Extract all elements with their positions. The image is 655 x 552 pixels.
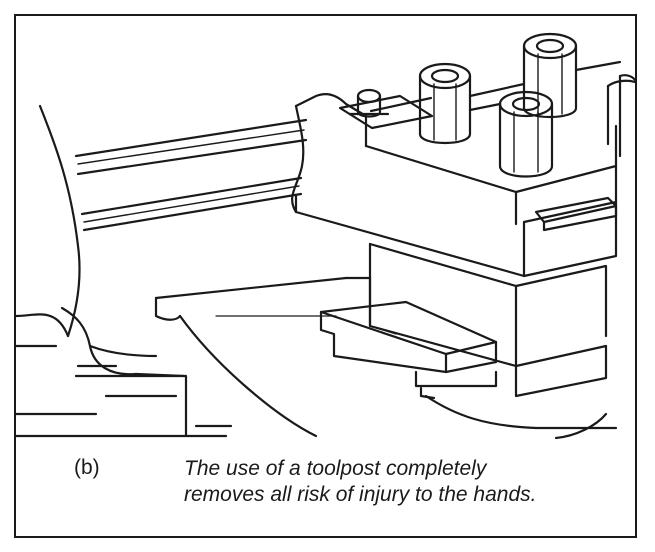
clamp-screw-4 [606,79,635,146]
clamp-screw-3 [498,90,554,178]
figure-label: (b) [74,456,100,479]
compound-block [368,242,608,398]
chuck-outline [16,104,81,348]
workpiece-bar [74,118,308,232]
small-bolt [348,88,390,118]
lathe-bed [16,306,233,438]
toolpost-body [291,74,635,278]
bar-behind [468,60,622,112]
clamp-screw-2 [522,32,578,118]
clamp-screw-1 [418,62,472,144]
caption-line-1: The use of a toolpost completely [184,457,487,480]
figure-frame: (b) The use of a toolpost completely rem… [14,14,637,538]
dovetail-slot [319,300,498,400]
caption-line-2: removes all risk of injury to the hands. [184,483,537,506]
figure-caption: (b) The use of a toolpost completely rem… [16,446,635,536]
tool-bit [534,196,618,232]
toolpost-illustration [16,16,635,446]
caption-text: The use of a toolpost completely removes… [184,456,624,508]
lathe-toolpost-drawing [16,32,635,440]
